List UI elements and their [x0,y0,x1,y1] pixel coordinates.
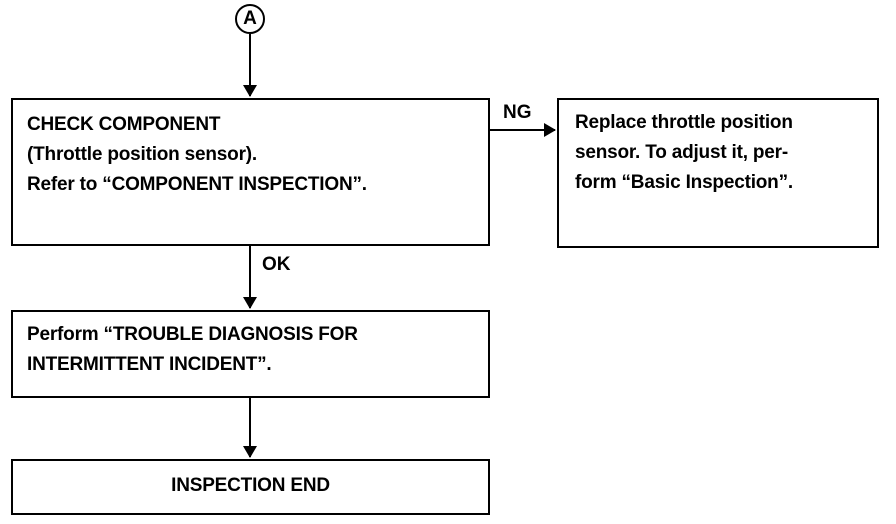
connector-a-label: A [243,8,257,29]
ng-label: NG [503,102,532,123]
trouble-diagnosis-box: Perform “TROUBLE DIAGNOSIS FOR INTERMITT… [11,310,490,398]
inspection-end-box: INSPECTION END [11,459,490,515]
inspection-end-label: INSPECTION END [171,475,330,496]
replace-sensor-box: Replace throttle position sensor. To adj… [557,98,879,248]
trouble-diagnosis-line-2: INTERMITTENT INCIDENT”. [27,354,272,375]
connector-a-marker: A [235,4,265,34]
check-component-reference: Refer to “COMPONENT INSPECTION”. [27,174,367,195]
check-component-title: CHECK COMPONENT [27,114,221,135]
trouble-diagnosis-line-1: Perform “TROUBLE DIAGNOSIS FOR [27,324,358,345]
ok-label: OK [262,254,291,275]
replace-sensor-line-3: form “Basic Inspection”. [575,172,793,193]
replace-sensor-line-1: Replace throttle position [575,112,793,133]
replace-sensor-line-2: sensor. To adjust it, per- [575,142,788,163]
check-component-box: CHECK COMPONENT (Throttle position senso… [11,98,490,246]
check-component-subtitle: (Throttle position sensor). [27,144,257,165]
